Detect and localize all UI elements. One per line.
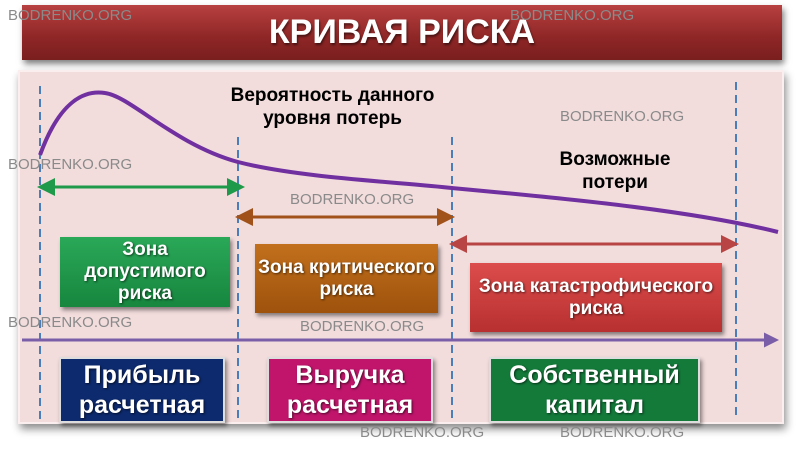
watermark: BODRENKO.ORG bbox=[300, 318, 425, 335]
estimated-revenue-box: Выручка расчетная bbox=[267, 357, 433, 423]
watermark: BODRENKO.ORG bbox=[8, 156, 133, 173]
watermark: BODRENKO.ORG bbox=[8, 314, 133, 331]
watermark: BODRENKO.ORG bbox=[560, 424, 685, 441]
watermark: BODRENKO.ORG bbox=[8, 7, 133, 24]
risk-curve bbox=[38, 90, 779, 234]
watermark: BODRENKO.ORG bbox=[290, 191, 415, 208]
possible-losses-label: Возможные потери bbox=[559, 149, 671, 193]
acceptable-risk-zone: Зона допустимого риска bbox=[60, 237, 230, 307]
page-title: КРИВАЯ РИСКА bbox=[268, 13, 536, 51]
estimated-profit-box: Прибыль расчетная bbox=[59, 357, 225, 423]
title-banner: КРИВАЯ РИСКА bbox=[22, 5, 782, 60]
critical-risk-zone: Зона критического риска bbox=[255, 244, 438, 313]
watermark: BODRENKO.ORG bbox=[510, 7, 635, 24]
watermark: BODRENKO.ORG bbox=[360, 424, 485, 441]
catastrophic-risk-zone: Зона катастрофического риска bbox=[470, 263, 722, 332]
curve-label: Вероятность данного уровня потерь bbox=[230, 85, 435, 129]
watermark: BODRENKO.ORG bbox=[560, 108, 685, 125]
equity-capital-box: Собственный капитал bbox=[489, 357, 700, 423]
